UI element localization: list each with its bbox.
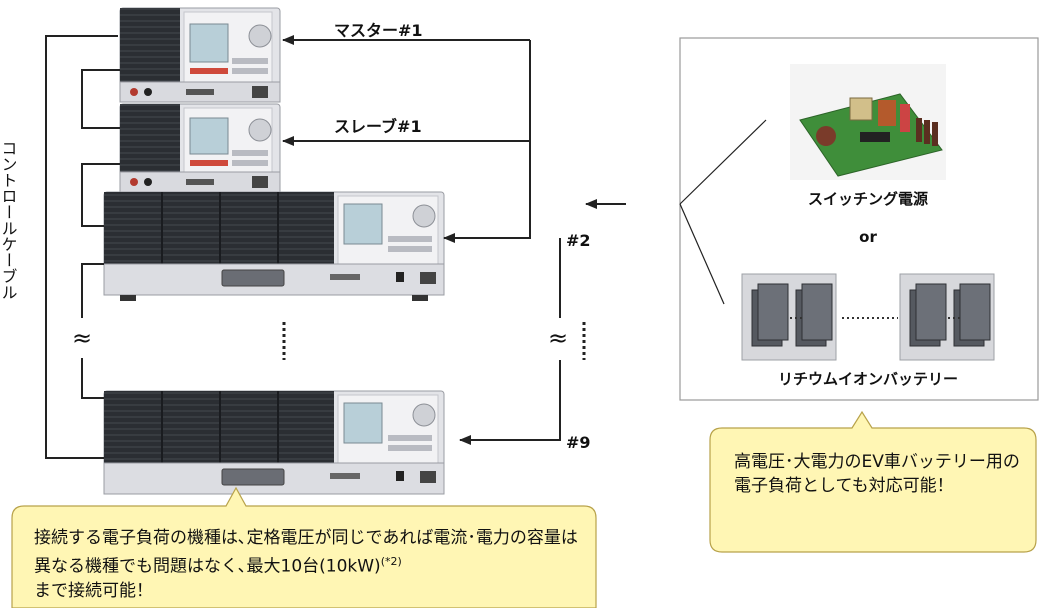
- fan-lines: [679, 119, 767, 305]
- bottom-callout-footnote: (*2): [380, 555, 402, 568]
- control-cable-lines: [45, 35, 120, 459]
- master-label: マスター#1: [334, 21, 423, 40]
- slave-label: スレーブ#1: [334, 117, 422, 136]
- or-label: or: [859, 228, 877, 246]
- approx-symbol-left: ≈: [72, 324, 92, 352]
- approx-symbol-right: ≈: [548, 324, 568, 352]
- omitted-units-dots: [282, 322, 586, 360]
- display-screen: [343, 402, 383, 444]
- bottom-callout-bubble: [11, 486, 597, 608]
- display-screen: [189, 23, 229, 63]
- load-unit-9: [103, 390, 445, 495]
- ev-callout-text: 高電圧･大電力のEV車バッテリー用の電子負荷としても対応可能！: [734, 450, 1024, 498]
- bottom-callout-text: 接続する電子負荷の機種は､定格電圧が同じであれば電流･電力の容量は異なる機種でも…: [34, 526, 589, 603]
- bottom-callout-end: まで接続可能！: [34, 580, 153, 601]
- switching-psu-image: [790, 64, 946, 180]
- li-ion-battery-image: [741, 273, 995, 361]
- li-ion-battery-label: リチウムイオンバッテリー: [778, 370, 958, 388]
- switching-psu-label: スイッチング電源: [808, 190, 928, 208]
- slave-load-unit: [119, 103, 281, 193]
- ev-callout-body: 高電圧･大電力のEV車バッテリー用の電子負荷としても対応可能！: [734, 452, 1020, 496]
- knob-icon: [412, 403, 436, 427]
- connection-arrows: [282, 35, 626, 445]
- unit-2-label: #2: [566, 231, 591, 250]
- load-unit-2: [103, 191, 445, 301]
- display-screen: [343, 203, 383, 245]
- bottom-callout-body: 接続する電子負荷の機種は､定格電圧が同じであれば電流･電力の容量は異なる機種でも…: [34, 528, 578, 577]
- display-screen: [189, 117, 229, 155]
- control-cable-label: コントロールケーブル: [0, 140, 18, 300]
- knob-icon: [412, 204, 436, 228]
- knob-icon: [248, 24, 272, 48]
- ev-callout-bubble: [709, 410, 1037, 553]
- unit-9-label: #9: [566, 433, 591, 452]
- knob-icon: [248, 118, 272, 142]
- master-load-unit: [119, 7, 281, 103]
